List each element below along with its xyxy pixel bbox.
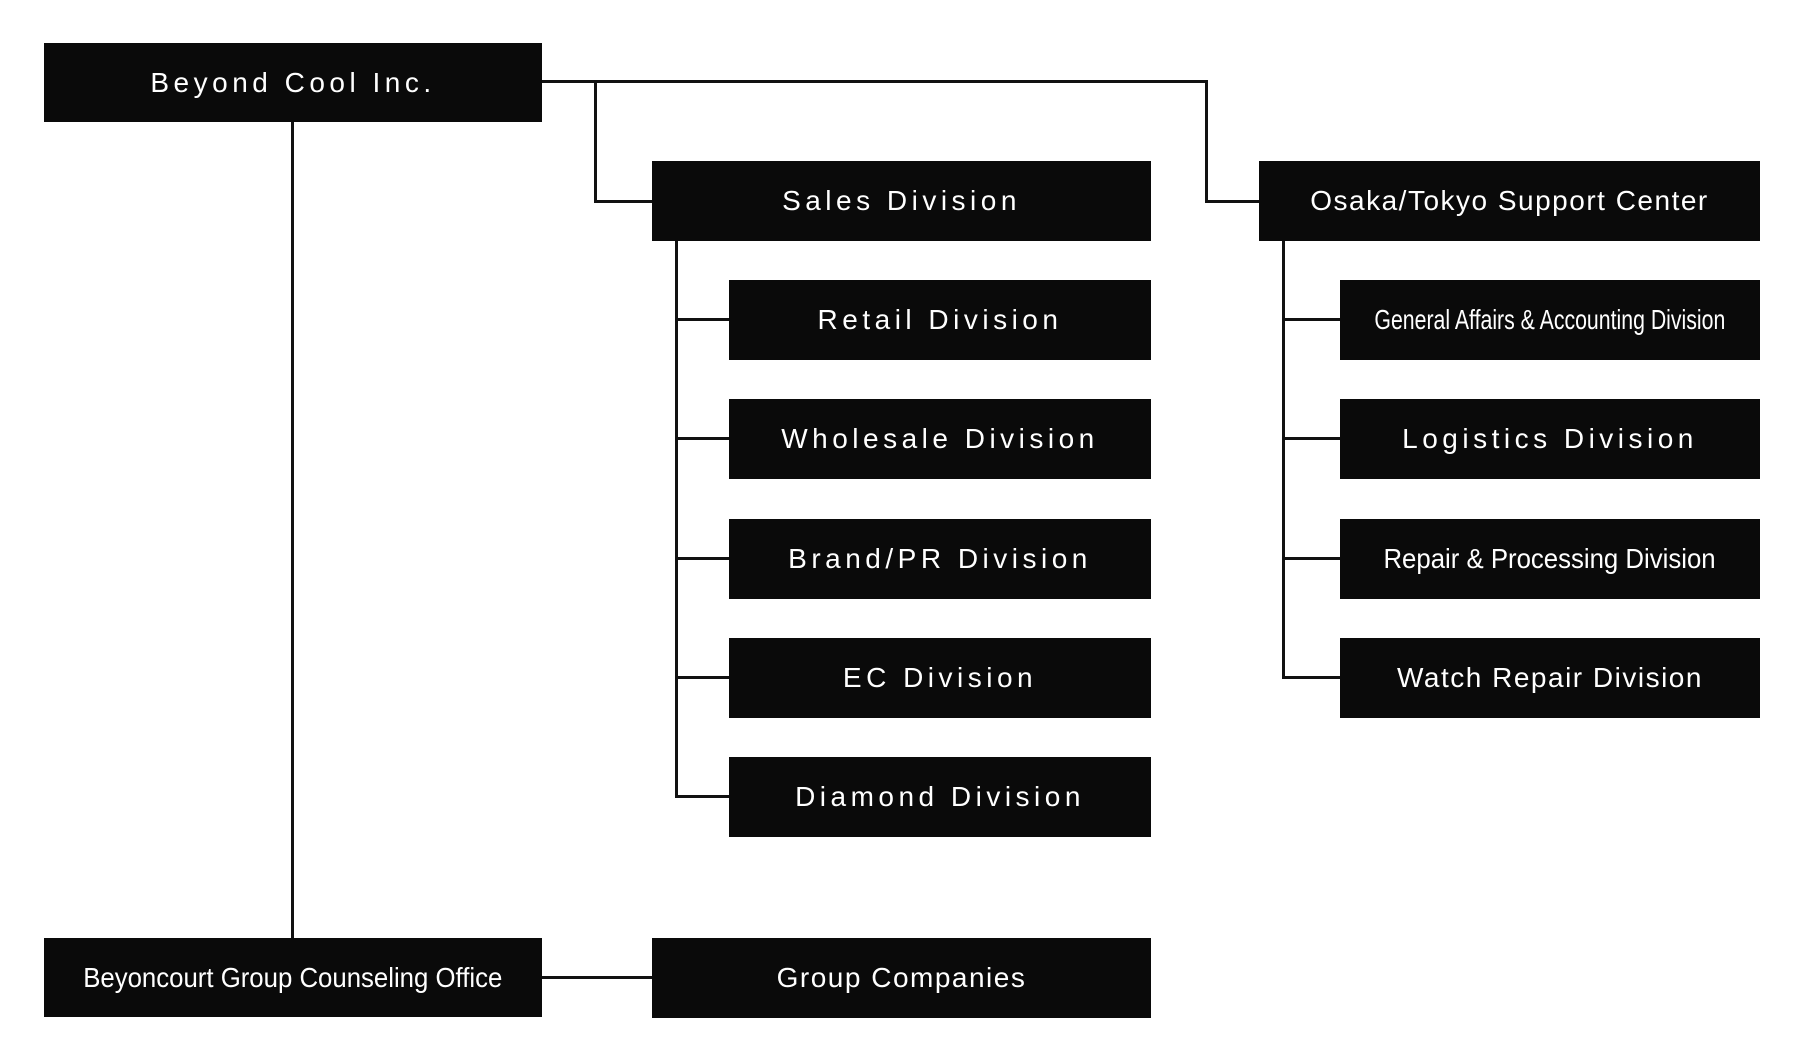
connector-sales-child-stub: [675, 795, 729, 798]
org-node-label: Group Companies: [776, 962, 1027, 993]
org-node-label: Beyoncourt Group Counseling Office: [83, 961, 503, 993]
org-node-label: Beyond Cool Inc.: [150, 66, 436, 98]
connector-support-child-stub: [1282, 437, 1340, 440]
org-node-label: Repair & Processing Division: [1383, 543, 1717, 574]
org-node-label: Osaka/Tokyo Support Center: [1310, 185, 1709, 216]
org-node-general-affairs-accounting-division: General Affairs & Accounting Division: [1340, 280, 1760, 360]
connector-root-to-counseling: [291, 121, 294, 938]
org-node-logistics-division: Logistics Division: [1340, 399, 1760, 479]
org-node-brand-pr-division: Brand/PR Division: [729, 519, 1151, 599]
org-node-label: Brand/PR Division: [788, 543, 1092, 574]
connector-root-horizontal: [542, 80, 1208, 83]
org-node-sales-division: Sales Division: [652, 161, 1151, 241]
connector-sales-child-stub: [675, 676, 729, 679]
org-node-label: General Affairs & Accounting Division: [1374, 304, 1726, 335]
connector-support-tree-vertical: [1282, 240, 1285, 679]
org-node-retail-division: Retail Division: [729, 280, 1151, 360]
org-node-beyoncourt-group-counseling-office: Beyoncourt Group Counseling Office: [44, 938, 542, 1017]
connector-support-drop-horizontal: [1205, 200, 1262, 203]
org-node-label: Diamond Division: [795, 781, 1085, 812]
org-node-osaka-tokyo-support-center: Osaka/Tokyo Support Center: [1259, 161, 1760, 241]
org-node-label: Retail Division: [817, 304, 1063, 335]
connector-sales-drop-horizontal: [594, 200, 652, 203]
org-node-repair-processing-division: Repair & Processing Division: [1340, 519, 1760, 599]
org-node-beyond-cool-inc: Beyond Cool Inc.: [44, 43, 542, 122]
org-node-label: Sales Division: [782, 185, 1021, 216]
org-node-wholesale-division: Wholesale Division: [729, 399, 1151, 479]
connector-counseling-to-group: [540, 976, 652, 979]
org-node-label: EC Division: [842, 662, 1038, 693]
org-node-diamond-division: Diamond Division: [729, 757, 1151, 837]
org-node-group-companies: Group Companies: [652, 938, 1151, 1018]
connector-support-child-stub: [1282, 676, 1340, 679]
org-node-watch-repair-division: Watch Repair Division: [1340, 638, 1760, 718]
org-node-ec-division: EC Division: [729, 638, 1151, 718]
connector-sales-child-stub: [675, 437, 729, 440]
connector-sales-child-stub: [675, 318, 729, 321]
org-node-label: Wholesale Division: [781, 423, 1099, 454]
connector-sales-child-stub: [675, 557, 729, 560]
connector-sales-tree-vertical: [675, 240, 678, 798]
connector-sales-drop-vertical: [594, 80, 597, 203]
org-node-label: Watch Repair Division: [1397, 662, 1703, 693]
connector-support-child-stub: [1282, 557, 1340, 560]
connector-support-drop-vertical: [1205, 80, 1208, 203]
org-node-label: Logistics Division: [1402, 423, 1698, 454]
connector-support-child-stub: [1282, 318, 1340, 321]
